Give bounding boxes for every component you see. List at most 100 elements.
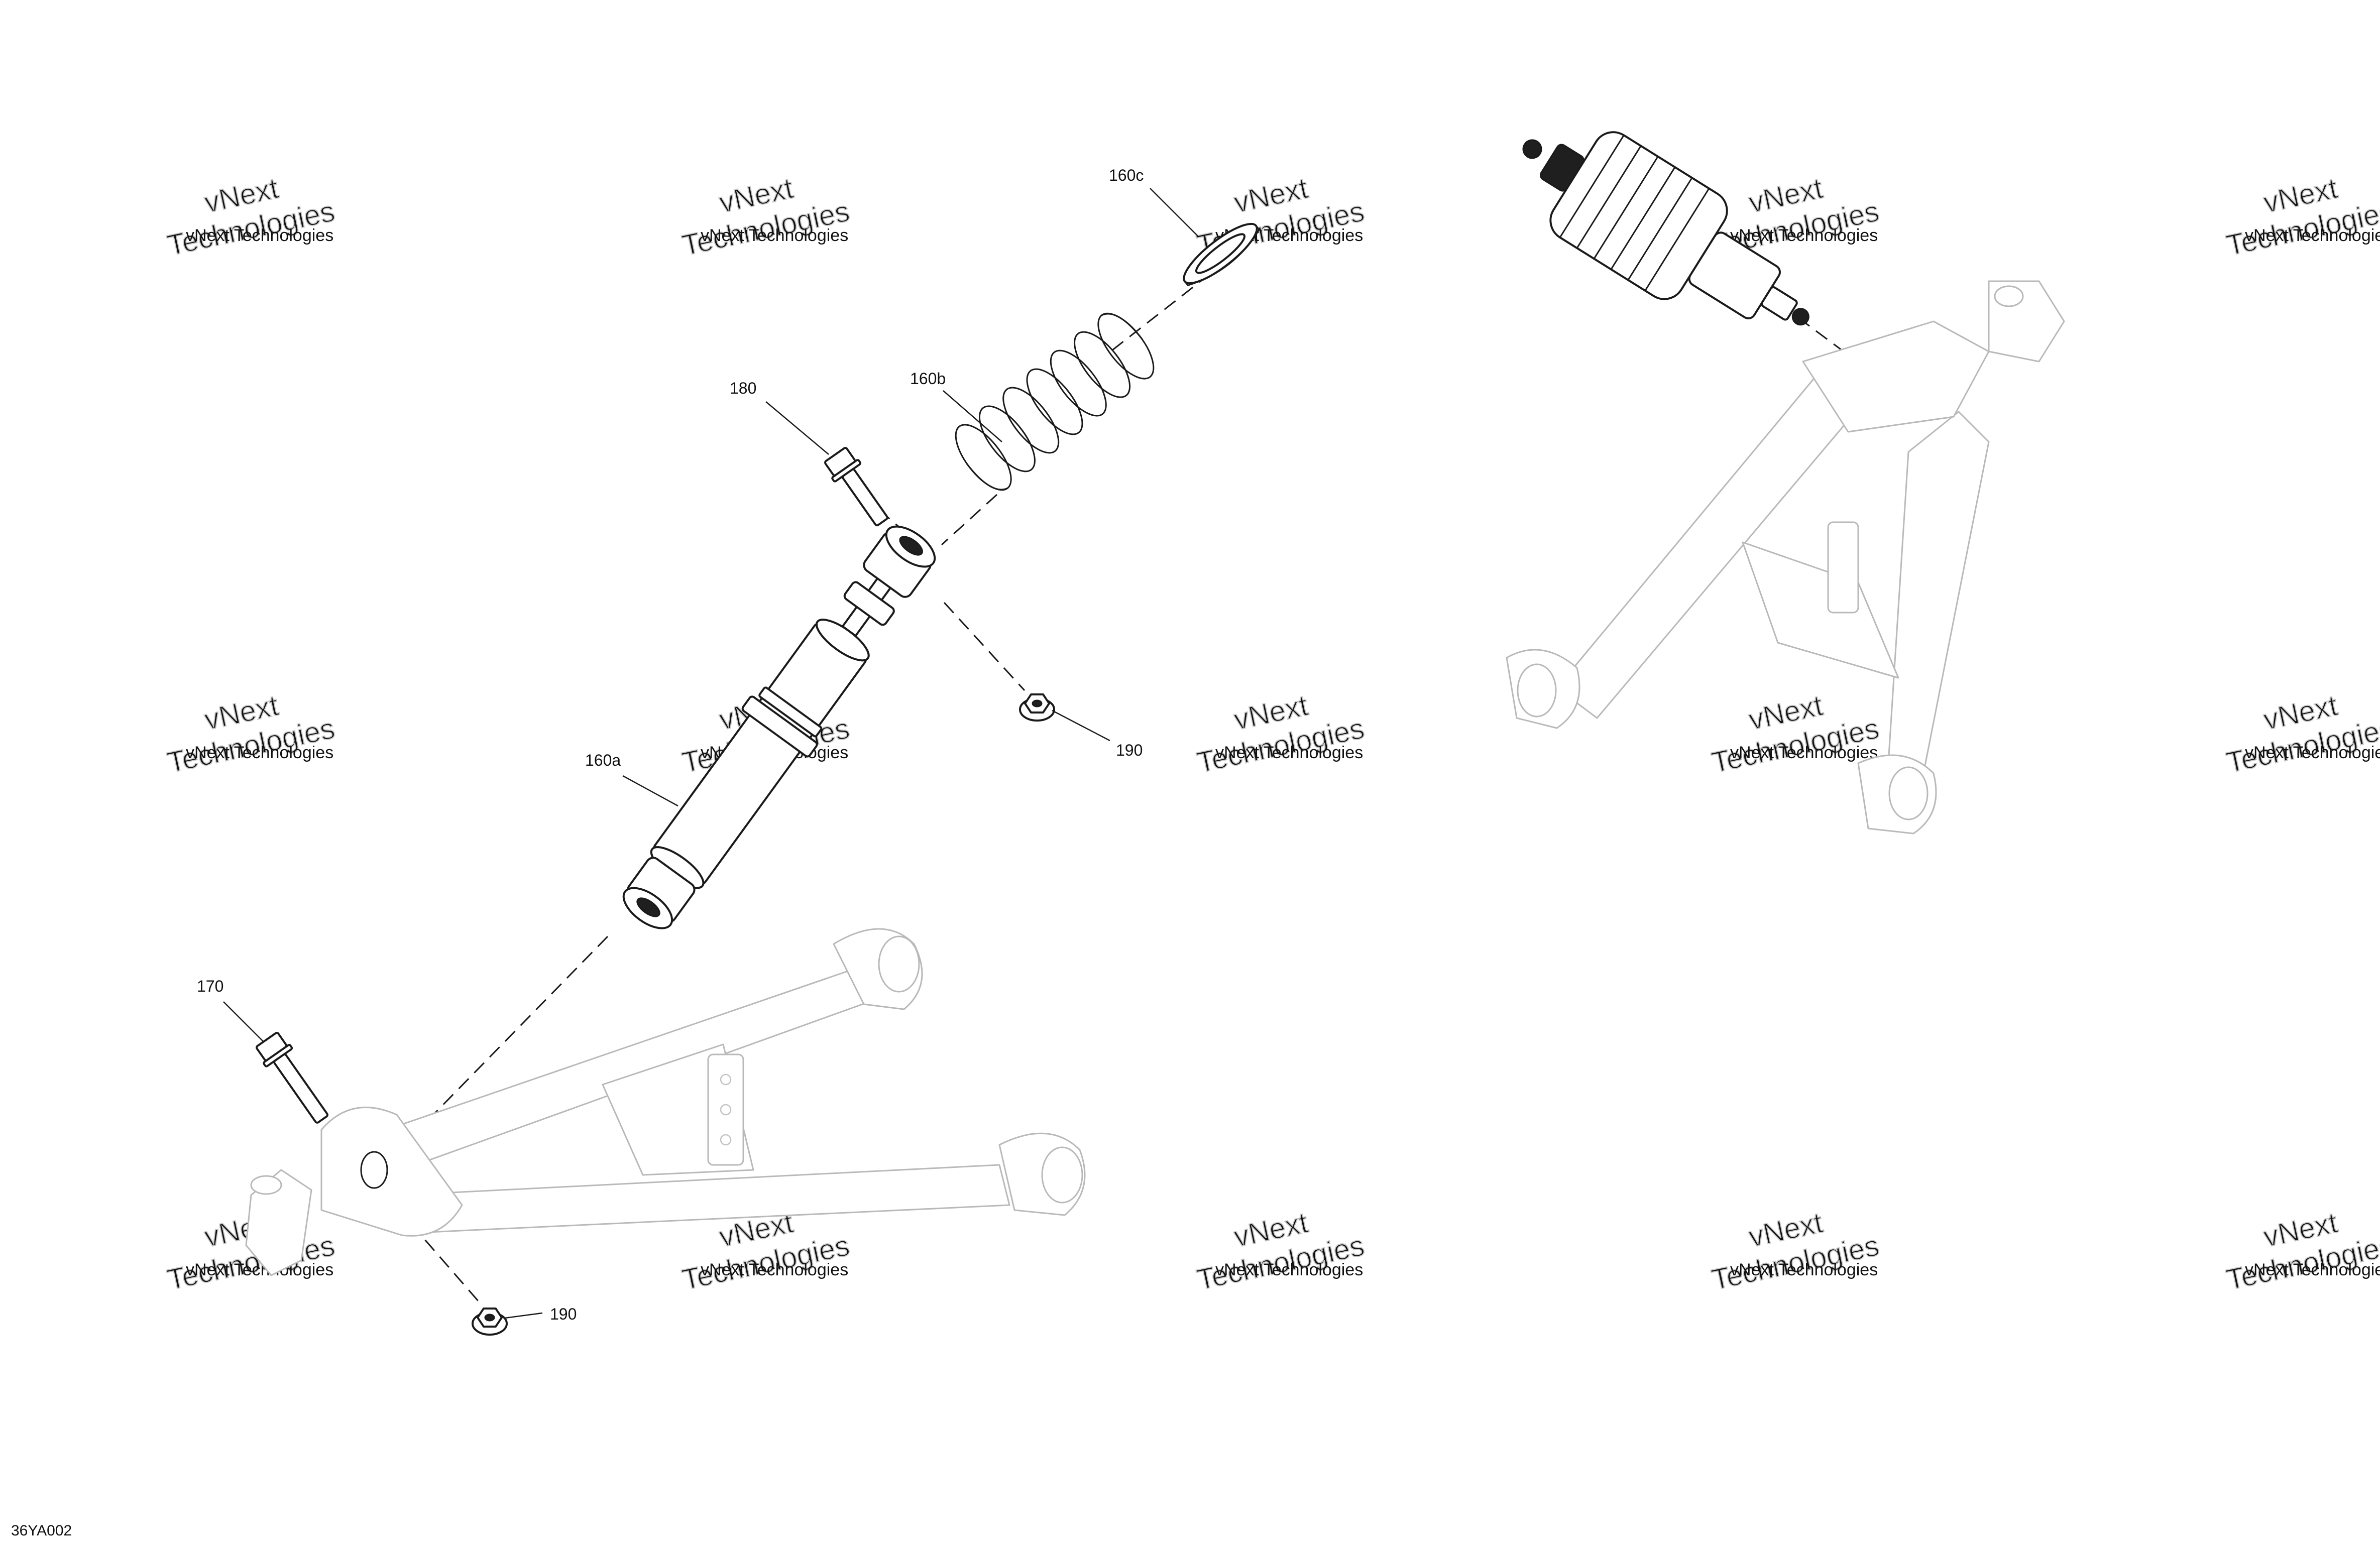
callout-160c: 160c xyxy=(1109,166,1144,184)
a-arm-front-tube xyxy=(371,968,877,1171)
nut-hole xyxy=(484,1314,495,1322)
spring-end xyxy=(966,313,1143,491)
watermark-text: vNext Technologies xyxy=(2245,743,2380,762)
a-arm-mount-hole xyxy=(720,1074,732,1086)
watermark: Technologies vNext vNext Technologies xyxy=(1194,688,1368,780)
shock-lower-hole xyxy=(636,897,660,917)
watermark: Technologies vNext vNext Technologies xyxy=(2223,688,2380,780)
spring-seat-160c xyxy=(1183,222,1260,287)
watermark-text: vNext Technologies xyxy=(1215,1260,1363,1279)
installed-spring-coils xyxy=(1559,135,1710,291)
spring-coil xyxy=(1002,387,1060,454)
a-arm-exploded xyxy=(245,928,1086,1276)
drawing-code: 36YA002 xyxy=(11,1522,72,1539)
watermark-text: vNext Technologies xyxy=(1730,226,1878,245)
callout-160a: 160a xyxy=(585,751,621,769)
watermark-text: vNext Technologies xyxy=(701,1260,848,1279)
callout-180: 180 xyxy=(730,379,756,397)
watermark-text: vNext Technologies xyxy=(186,1260,333,1279)
assembly-line-shock-arm xyxy=(386,935,609,1163)
a-arm-rear-bushing xyxy=(1041,1146,1083,1204)
watermark-text: vNext Technologies xyxy=(1215,743,1363,762)
spring-seat-edge xyxy=(1184,225,1260,287)
spring-coil xyxy=(1026,368,1083,435)
spring-coil xyxy=(978,405,1036,472)
watermark-text: vNext Technologies xyxy=(186,743,333,762)
installed-top-nut xyxy=(1522,139,1542,159)
coil-spring-160b xyxy=(955,312,1155,491)
nut-190-lower xyxy=(472,1308,508,1336)
shock-absorber-160a xyxy=(622,525,936,929)
watermark: Technologies vNext vNext Technologies xyxy=(2223,171,2380,263)
a-arm-mount-hole xyxy=(720,1104,732,1116)
leader-160b xyxy=(943,390,1002,442)
leader-190-upper xyxy=(1052,709,1110,742)
watermark-text: vNext Technologies xyxy=(186,226,333,245)
assembly-lines xyxy=(315,273,1911,1306)
watermark: Technologies vNext vNext Technologies xyxy=(1709,688,1883,780)
spring-coil xyxy=(1097,312,1155,380)
watermark: Technologies vNext vNext Technologies xyxy=(164,171,338,263)
watermark-text: vNext Technologies xyxy=(1730,743,1878,762)
spring-coil xyxy=(1050,349,1107,417)
a-arm-mount-hole xyxy=(720,1134,732,1146)
installed-arm-rear-tube xyxy=(1887,411,1990,774)
installed-arm-front-tube xyxy=(1556,361,1869,719)
watermark-text: vNext Technologies xyxy=(701,226,848,245)
watermark: Technologies vNext vNext Technologies xyxy=(2223,1206,2380,1297)
a-arm-rear-tube xyxy=(401,1164,1010,1234)
assembly-line-spring-shock xyxy=(941,494,998,546)
watermark: Technologies vNext vNext Technologies xyxy=(679,171,853,263)
leader-160c xyxy=(1150,188,1198,236)
installed-shock-eye xyxy=(1761,286,1798,321)
assembly-line-seat-spring xyxy=(1107,273,1211,355)
nut-hole xyxy=(1032,699,1043,707)
watermark-text: vNext Technologies xyxy=(2245,1260,2380,1279)
assembly-line-nut-upper xyxy=(943,602,1026,691)
nut-190-upper xyxy=(1019,693,1055,722)
a-arm-ball-stud xyxy=(250,1175,282,1195)
bolt-170 xyxy=(256,1032,328,1124)
installed-arm-knuckle-end xyxy=(1802,320,1990,433)
installed-ball-stud xyxy=(1994,285,2024,307)
bolt-180 xyxy=(824,447,888,527)
spring-coil xyxy=(955,424,1012,491)
installed-front-bushing xyxy=(1517,663,1557,718)
callout-160b: 160b xyxy=(910,370,946,388)
a-arm-knuckle-end xyxy=(320,1106,463,1237)
shock-collar-ring xyxy=(758,686,823,738)
a-arm-ball-joint xyxy=(245,1169,312,1276)
a-arm-front-bushing xyxy=(878,935,920,993)
installed-shock-absorber xyxy=(1522,131,1809,326)
callout-labels: 160c 160b 180 190 160a 170 190 xyxy=(197,166,1144,1323)
watermark: Technologies vNext vNext Technologies xyxy=(1709,1206,1883,1297)
installed-bottom-nut xyxy=(1791,308,1809,326)
a-arm-shock-mount xyxy=(707,1053,744,1166)
shock-bump-stop xyxy=(843,581,895,626)
bolt-shank xyxy=(842,468,888,527)
watermark: Technologies vNext vNext Technologies xyxy=(164,688,338,780)
a-arm-shock-hole xyxy=(360,1151,388,1189)
leader-180 xyxy=(765,401,829,455)
leader-lines xyxy=(223,188,1198,1319)
leader-170 xyxy=(223,1001,264,1042)
callout-170: 170 xyxy=(197,977,223,995)
installed-rear-bushing xyxy=(1888,766,1929,820)
watermark-text: vNext Technologies xyxy=(2245,226,2380,245)
watermark-text: vNext Technologies xyxy=(1730,1260,1878,1279)
leader-160a xyxy=(622,775,678,807)
leader-190-lower xyxy=(504,1312,543,1319)
spring-seat-inner xyxy=(1195,233,1246,274)
installed-arm-shock-mount xyxy=(1827,521,1859,614)
installed-view xyxy=(1506,131,2065,835)
watermark-text-top: vNext xyxy=(1231,689,1311,736)
callout-190-lower: 190 xyxy=(550,1305,577,1323)
callout-190-upper: 190 xyxy=(1116,741,1143,759)
installed-shock-top-mount xyxy=(1540,144,1584,192)
watermark: Technologies vNext vNext Technologies xyxy=(1194,1206,1368,1297)
spring-coil xyxy=(1074,331,1131,398)
shock-collar xyxy=(741,695,818,758)
installed-arm-brace xyxy=(1742,541,1899,679)
bolt-shank xyxy=(273,1053,328,1124)
